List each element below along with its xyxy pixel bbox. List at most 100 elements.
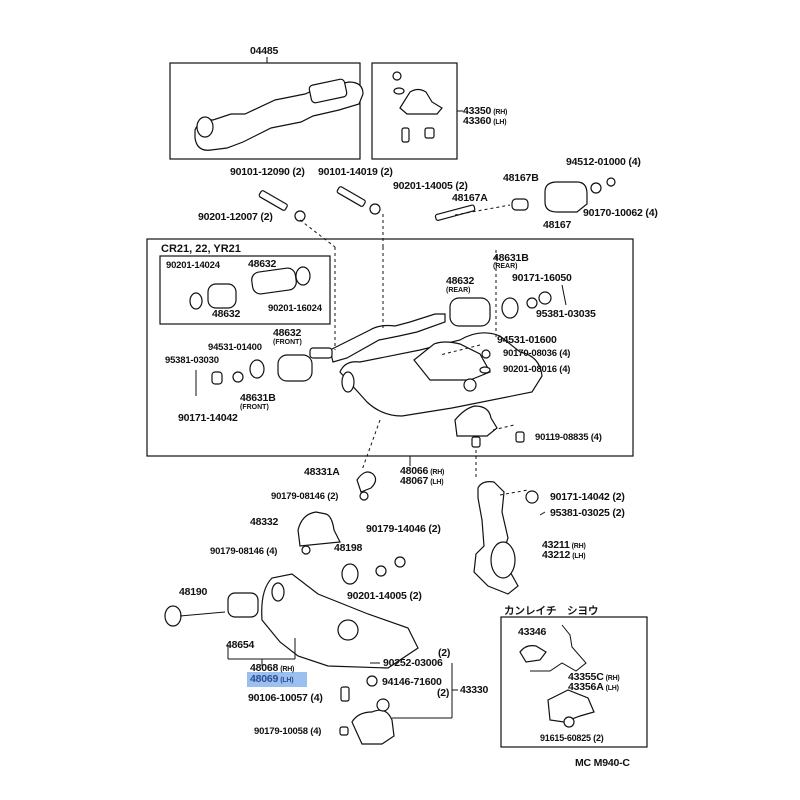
- label-43356A-number: 43356A: [568, 681, 604, 693]
- label-48068-number: 48068: [250, 662, 279, 674]
- label-90201-08016: 90201-08016 (4): [503, 364, 571, 375]
- label-90179-10058: 90179-10058 (4): [254, 726, 322, 737]
- label-90119-08835: 90119-08835 (4): [535, 432, 602, 443]
- label-91615-60825: 91615-60825 (2): [540, 733, 604, 743]
- label-48198: 48198: [334, 542, 363, 554]
- label-90179-14046: 90179-14046 (2): [366, 523, 441, 535]
- label-48632-rear-note: (REAR): [446, 287, 471, 294]
- inset-bushing-box: [159, 255, 331, 325]
- upper-ball-joint-part: [392, 71, 443, 143]
- label-90201-14005-bottom: 90201-14005 (2): [347, 590, 422, 602]
- label-95381-03035: 95381-03035: [536, 308, 596, 320]
- rear-bushing-set: [449, 284, 567, 374]
- label-43350-number: 43350: [463, 105, 492, 117]
- label-90170-10062: 90170-10062 (4): [583, 207, 658, 219]
- label-48632-inset-bottom: 48632: [212, 308, 241, 320]
- lower-misc-parts: [297, 471, 406, 585]
- label-43360-side: (LH): [493, 119, 507, 126]
- section-header-cold-region: カンレイチ シヨウ: [504, 605, 599, 617]
- label-94531-01400: 94531-01400: [208, 342, 262, 353]
- label-48167B: 48167B: [503, 172, 539, 184]
- label-43211-number: 43211: [542, 539, 570, 551]
- label-48631B-rear: 48631B: [493, 252, 529, 264]
- label-48331A: 48331A: [304, 466, 340, 478]
- label-48068: 48068(RH): [250, 663, 294, 675]
- label-43211: 43211(RH): [542, 540, 586, 552]
- label-43360-number: 43360: [463, 115, 492, 127]
- label-48066-number: 48066: [400, 465, 429, 477]
- inset-bushings: [189, 266, 311, 310]
- label-48066-side: (RH): [430, 469, 445, 476]
- label-43356A-side: (LH): [605, 685, 619, 692]
- label-90201-12007: 90201-12007 (2): [198, 211, 273, 223]
- label-90171-14042-left: 90171-14042: [178, 412, 238, 424]
- label-94146-71600-qty: (2): [437, 687, 450, 699]
- label-04485: 04485: [250, 45, 279, 57]
- lower-ball-joint-part: [339, 662, 395, 745]
- label-48066: 48066(RH): [400, 466, 444, 478]
- label-48632-front-note: (FRONT): [273, 339, 302, 346]
- label-95381-03030: 95381-03030: [165, 355, 219, 366]
- label-43212: 43212(LH): [542, 549, 586, 562]
- label-90252-03006: 90252-03006: [383, 657, 443, 669]
- main-section-box: [146, 238, 634, 457]
- label-48190: 48190: [179, 586, 208, 598]
- label-90201-16024: 90201-16024: [268, 303, 322, 314]
- label-90101-14019: 90101-14019 (2): [318, 166, 393, 178]
- label-48068-side: (RH): [280, 666, 295, 673]
- label-90201-14024: 90201-14024: [166, 260, 220, 271]
- label-48069-highlighted[interactable]: 48069(LH): [250, 673, 294, 686]
- label-48332: 48332: [250, 516, 279, 528]
- label-94512-01000: 94512-01000 (4): [566, 156, 641, 168]
- label-43355C-number: 43355C: [568, 671, 604, 683]
- upper-arm-part: [309, 313, 543, 417]
- label-90252-03006-qty: (2): [438, 647, 451, 659]
- diagram-code: MC M940-C: [575, 757, 630, 769]
- label-43355C-side: (RH): [605, 675, 620, 682]
- steering-linkage-box: [169, 62, 361, 160]
- label-90170-08036: 90170-08036 (4): [503, 348, 571, 359]
- upper-arm-ball-joint: [454, 405, 525, 448]
- label-95381-03025: 95381-03025 (2): [550, 507, 625, 519]
- label-43346: 43346: [518, 626, 547, 638]
- label-94146-71600: 94146-71600: [382, 676, 442, 688]
- label-90171-14042-right: 90171-14042 (2): [550, 491, 625, 503]
- label-43212-side: (LH): [572, 553, 586, 560]
- label-94531-01600: 94531-01600: [497, 334, 557, 346]
- lower-arm-part: [164, 573, 419, 669]
- label-90101-12090: 90101-12090 (2): [230, 166, 305, 178]
- label-90106-10057: 90106-10057 (4): [248, 692, 323, 704]
- highlight-48069: [247, 672, 307, 687]
- label-48069-number: 48069: [250, 673, 279, 685]
- upper-fasteners: [258, 177, 616, 222]
- cold-region-box: [500, 616, 648, 748]
- label-48067: 48067(LH): [400, 475, 444, 488]
- label-43211-side: (RH): [571, 543, 586, 550]
- label-48167A: 48167A: [452, 192, 488, 204]
- label-48654: 48654: [226, 639, 255, 651]
- steering-linkage-part: [194, 78, 364, 151]
- label-43212-number: 43212: [542, 549, 571, 561]
- label-90179-08146-2: 90179-08146 (2): [271, 491, 339, 502]
- label-48069-side: (LH): [280, 677, 294, 684]
- label-48167: 48167: [543, 219, 572, 231]
- label-48632-rear: 48632: [446, 275, 475, 287]
- label-43360: 43360(LH): [463, 115, 507, 128]
- label-48067-number: 48067: [400, 475, 429, 487]
- label-48631B-rear-note: (REAR): [493, 263, 518, 270]
- label-43350: 43350(RH): [463, 106, 507, 118]
- steering-knuckle-part: [473, 481, 539, 595]
- label-90179-08146-4: 90179-08146 (4): [210, 546, 278, 557]
- label-43350-side: (RH): [493, 109, 508, 116]
- label-90201-14005-top: 90201-14005 (2): [393, 180, 468, 192]
- label-48067-side: (LH): [430, 479, 444, 486]
- label-43330: 43330: [460, 684, 489, 696]
- label-48631B-front-note: (FRONT): [240, 404, 269, 411]
- label-48632-front: 48632: [273, 327, 302, 339]
- label-90171-16050: 90171-16050: [512, 272, 572, 284]
- label-43355C: 43355C(RH): [568, 672, 620, 684]
- label-43356A: 43356A(LH): [568, 682, 619, 694]
- label-48632-inset-top: 48632: [248, 258, 277, 270]
- section-header-models: CR21, 22, YR21: [161, 243, 241, 255]
